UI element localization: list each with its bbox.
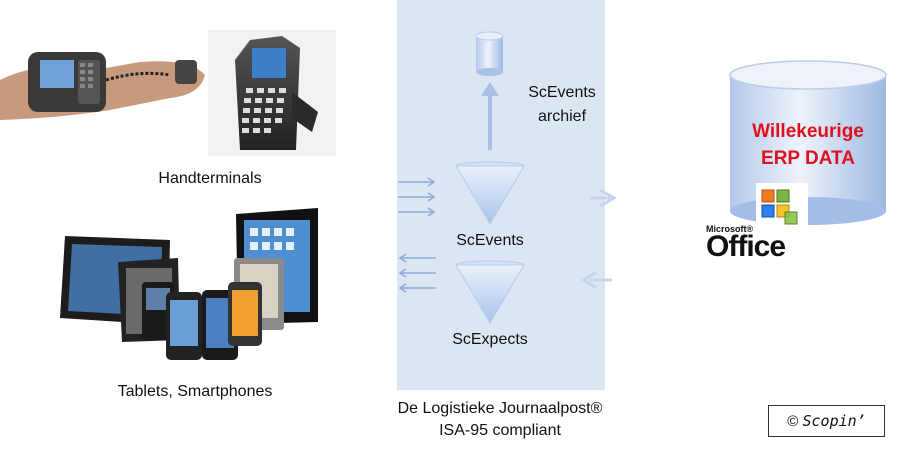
arrow-from-erp bbox=[581, 270, 612, 290]
copyright-symbol: © bbox=[787, 413, 799, 430]
scevents-label: ScEvents bbox=[456, 232, 524, 249]
archive-label-line1: ScEvents bbox=[528, 84, 596, 101]
wrist-terminal-image bbox=[0, 52, 205, 120]
handheld-scanner-image bbox=[208, 30, 336, 156]
tablets-smartphones-label: Tablets, Smartphones bbox=[117, 383, 273, 400]
copyright-box: © Scopin’ bbox=[768, 405, 885, 437]
database-cylinder-icon bbox=[475, 31, 504, 76]
scexpects-funnel-icon bbox=[455, 260, 525, 324]
archive-label-line2: archief bbox=[537, 108, 587, 125]
erp-line1: Willekeurige bbox=[752, 121, 864, 142]
outgoing-arrows bbox=[398, 253, 436, 293]
arrow-to-archive bbox=[481, 82, 499, 150]
scexpects-label: ScExpects bbox=[452, 331, 528, 348]
footer-caption: De Logistieke Journaalpost® ISA-95 compl… bbox=[360, 398, 640, 442]
footer-line2: ISA-95 compliant bbox=[439, 422, 561, 439]
footer-line1: De Logistieke Journaalpost® bbox=[397, 400, 603, 417]
incoming-arrows bbox=[398, 177, 436, 217]
office-small-text: Microsoft® bbox=[706, 224, 754, 234]
office-big-text: Office bbox=[706, 230, 786, 263]
erp-line2: ERP DATA bbox=[761, 148, 855, 169]
tablets-smartphones-image bbox=[60, 208, 318, 360]
erp-text: Willekeurige ERP DATA bbox=[728, 118, 888, 172]
arrow-to-erp bbox=[590, 188, 618, 208]
scevents-funnel-icon bbox=[455, 161, 525, 225]
handterminals-label: Handterminals bbox=[158, 170, 262, 187]
office-wordmark: Microsoft® Office bbox=[706, 224, 786, 263]
archive-label: ScEvents archief bbox=[512, 81, 612, 129]
copyright-name: Scopin’ bbox=[802, 412, 866, 430]
office-logo-icon bbox=[756, 183, 808, 239]
